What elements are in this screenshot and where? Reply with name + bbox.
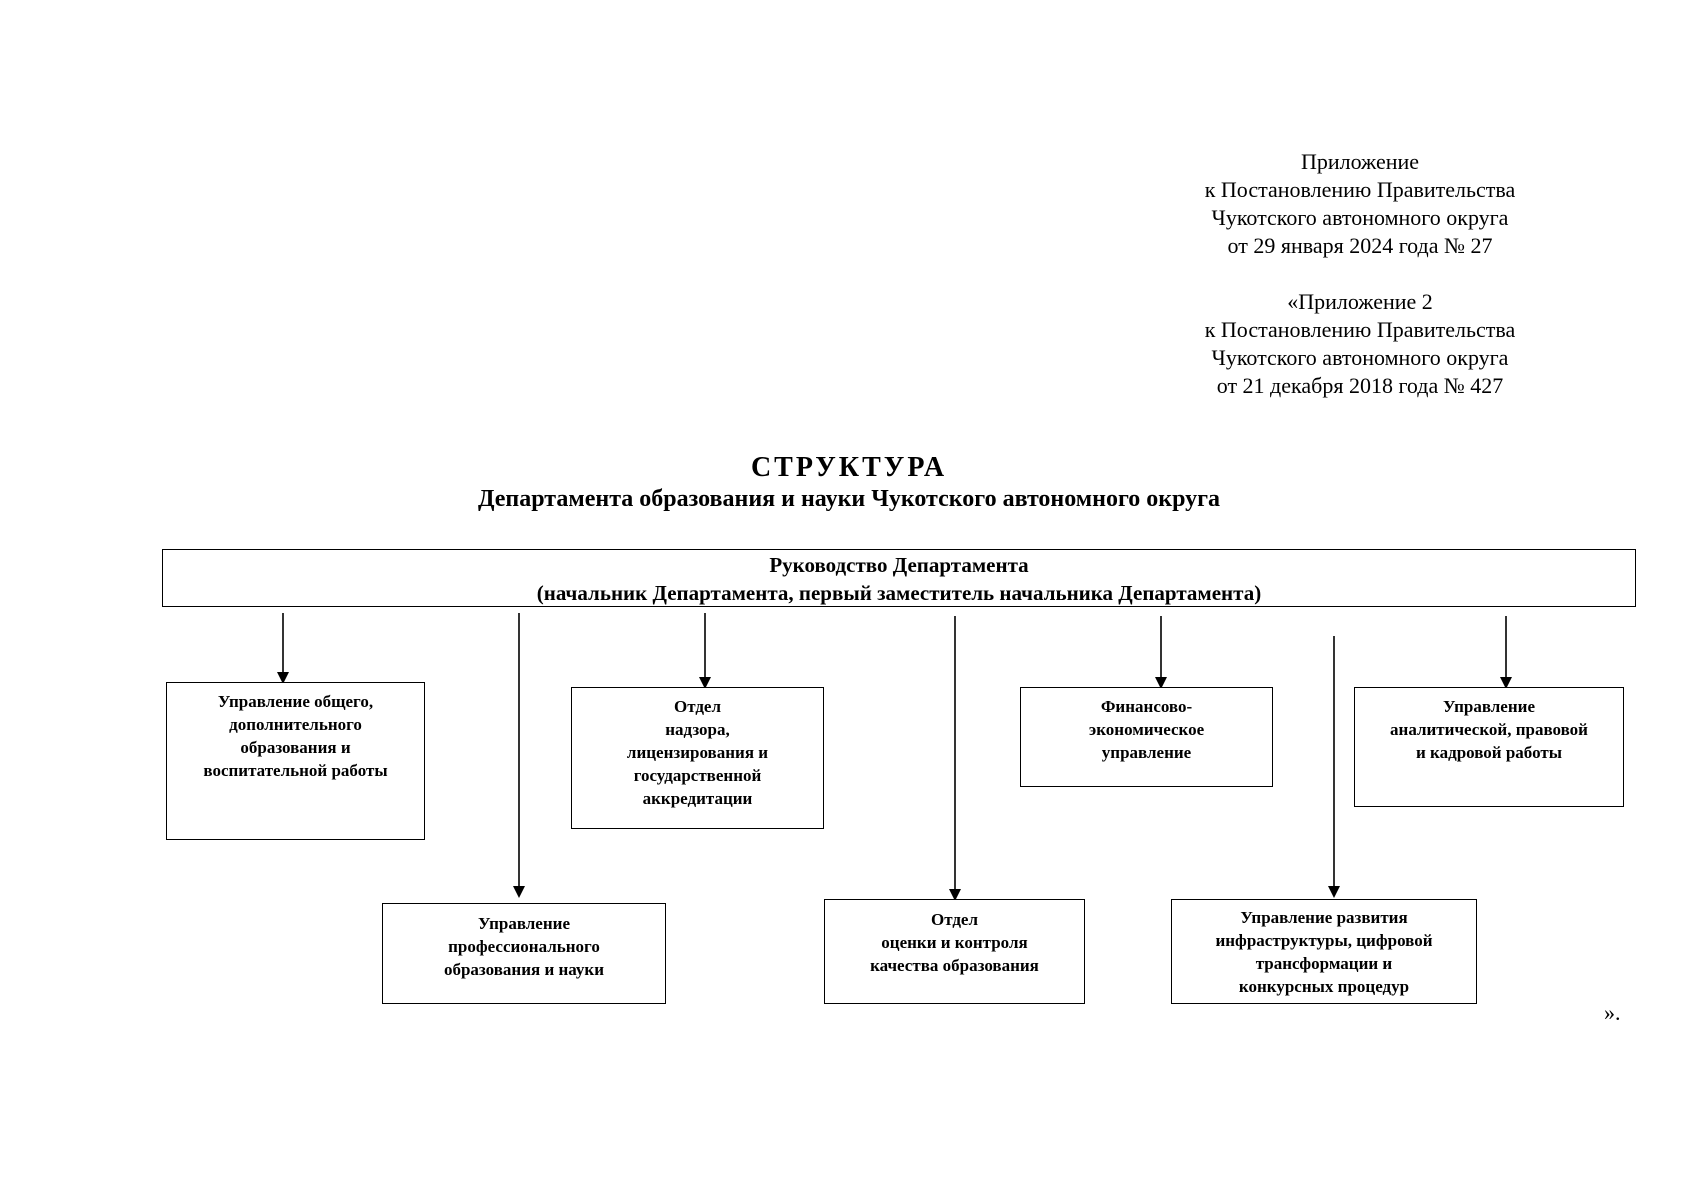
unit-box-finance: Финансово- экономическое управление (1020, 687, 1273, 787)
approval-line: к Постановлению Правительства (1204, 317, 1516, 342)
unit-label-line: надзора, (665, 720, 730, 739)
unit-label-line: экономическое (1088, 720, 1205, 739)
unit-label-line: Управление общего, (217, 692, 374, 711)
unit-label-line: инфраструктуры, цифровой (1215, 931, 1433, 950)
department-leadership-box: Руководство Департамента (начальник Депа… (162, 549, 1636, 607)
leadership-title: Руководство Департамента (769, 553, 1029, 577)
unit-label-line: образования и (240, 738, 351, 757)
approval-line: Чукотского автономного округа (1211, 345, 1509, 370)
unit-label-line: Отдел (930, 910, 979, 929)
unit-label-line: оценки и контроля (881, 933, 1028, 952)
approval-header-current: Приложение к Постановлению Правительства… (1150, 148, 1570, 260)
unit-label-line: воспитательной работы (203, 761, 388, 780)
unit-label-line: аккредитации (642, 789, 753, 808)
unit-label-line: конкурсных процедур (1238, 977, 1410, 996)
unit-label-line: профессионального (448, 937, 600, 956)
approval-line: от 29 января 2024 года № 27 (1227, 233, 1493, 258)
unit-box-oversight: Отдел надзора, лицензирования и государс… (571, 687, 824, 829)
document-subtitle: Департамента образования и науки Чукотск… (477, 486, 1221, 512)
approval-line: от 21 декабря 2018 года № 427 (1216, 373, 1504, 398)
unit-label-line: качества образования (870, 956, 1039, 975)
unit-label-line: трансформации и (1255, 954, 1393, 973)
unit-label-line: Отдел (673, 697, 722, 716)
approval-line: «Приложение 2 (1287, 289, 1433, 314)
unit-label-line: Управление развития (1240, 908, 1408, 927)
unit-label-line: государственной (633, 766, 762, 785)
unit-label-line: управление (1101, 743, 1192, 762)
document-title: СТРУКТУРА (750, 452, 948, 483)
unit-box-infrastructure: Управление развития инфраструктуры, цифр… (1171, 899, 1477, 1004)
approval-header-original: «Приложение 2 к Постановлению Правительс… (1150, 288, 1570, 400)
unit-label-line: Управление (1442, 697, 1535, 716)
unit-box-professional-education: Управление профессионального образования… (382, 903, 666, 1004)
approval-line: Приложение (1300, 149, 1420, 174)
unit-box-general-education: Управление общего, дополнительного образ… (166, 682, 425, 840)
approval-line: к Постановлению Правительства (1204, 177, 1516, 202)
unit-label-line: лицензирования и (626, 743, 769, 762)
unit-label-line: образования и науки (443, 960, 605, 979)
leadership-details: (начальник Департамента, первый заместит… (536, 581, 1262, 605)
unit-box-analytic-legal-hr: Управление аналитической, правовой и кад… (1354, 687, 1624, 807)
closing-quote: ». (1604, 1000, 1621, 1025)
approval-line: Чукотского автономного округа (1211, 205, 1509, 230)
unit-box-quality-assessment: Отдел оценки и контроля качества образов… (824, 899, 1085, 1004)
unit-label-line: и кадровой работы (1416, 743, 1562, 762)
unit-label-line: Управление (477, 914, 570, 933)
unit-label-line: Финансово- (1100, 697, 1193, 716)
unit-label-line: аналитической, правовой (1390, 720, 1588, 739)
unit-label-line: дополнительного (229, 715, 362, 734)
